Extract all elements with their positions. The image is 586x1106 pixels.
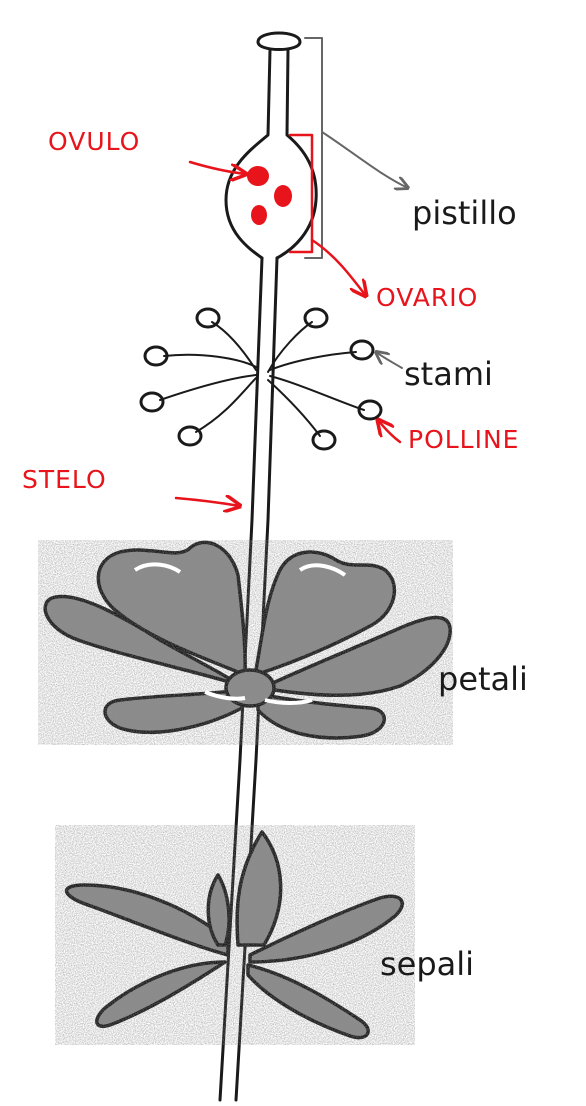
label-polline: POLLINE <box>408 425 519 454</box>
ovules <box>247 166 292 225</box>
ovario-bracket <box>290 135 366 296</box>
label-petali: petali <box>438 660 528 698</box>
stami-arrow <box>376 352 402 368</box>
label-sepali: sepali <box>380 945 474 983</box>
ovule <box>251 205 267 225</box>
anther <box>197 309 219 327</box>
polline-arrow <box>378 420 400 442</box>
ovule <box>274 185 292 207</box>
anther <box>313 431 335 449</box>
anther <box>351 341 373 359</box>
anther <box>305 309 327 327</box>
sepals <box>55 825 415 1045</box>
petals <box>38 540 453 745</box>
label-ovario: OVARIO <box>376 283 478 312</box>
stamens <box>141 309 381 449</box>
pistil <box>226 33 316 258</box>
anther <box>141 393 163 411</box>
anther <box>179 427 201 445</box>
ovule <box>247 166 269 186</box>
label-pistillo: pistillo <box>412 194 517 232</box>
label-stami: stami <box>404 355 493 393</box>
pistillo-bracket <box>305 38 408 258</box>
stelo-arrow <box>176 498 240 506</box>
label-stelo: STELO <box>22 465 107 494</box>
label-ovulo: OVULO <box>48 127 140 156</box>
